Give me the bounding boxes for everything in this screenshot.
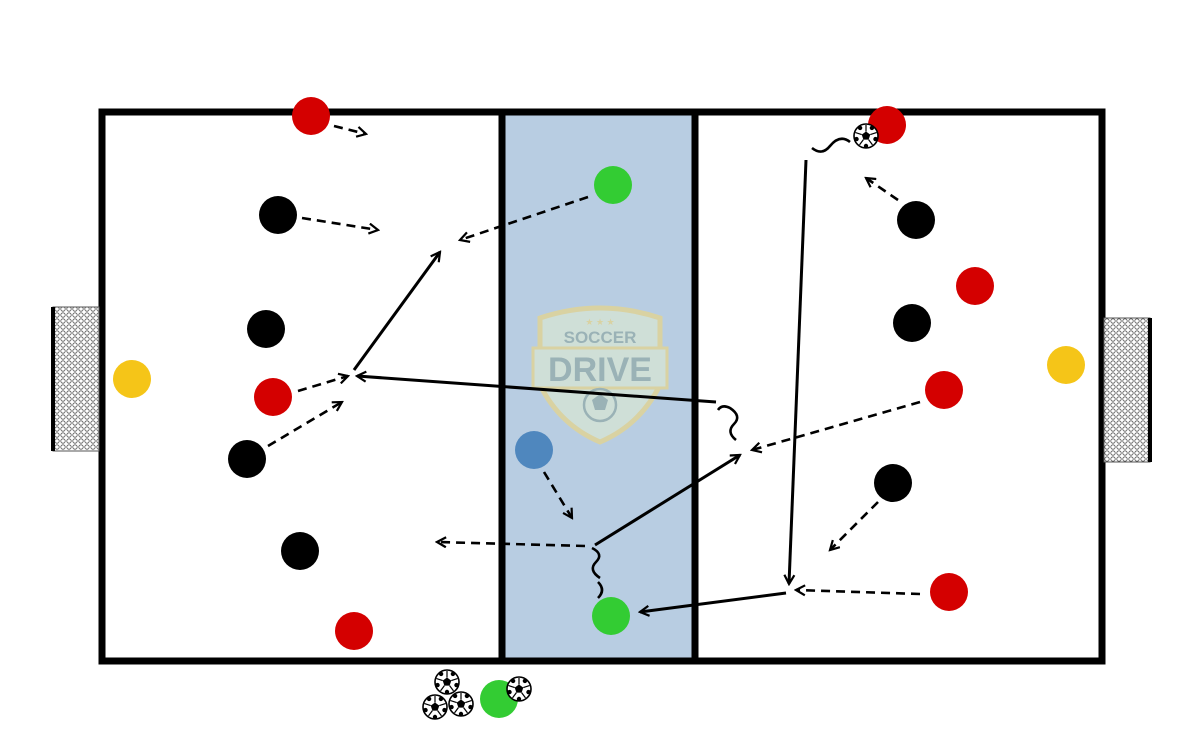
solid-arrow-icon (640, 591, 787, 612)
logo-text-top: SOCCER (564, 328, 637, 347)
dashed-arrow-icon (333, 124, 366, 134)
soccer-ball-icon (422, 694, 448, 720)
dashed-arrow-icon (460, 195, 589, 240)
solid-arrow-icon (789, 159, 808, 584)
goal-net-icon (52, 306, 100, 452)
players (113, 97, 1085, 718)
goal-left (51, 306, 100, 452)
goal-net-icon (1103, 317, 1151, 463)
logo-ball-icon (582, 387, 618, 423)
solid-arrow-icon (352, 252, 440, 371)
pass-arrows (352, 159, 808, 612)
black-team-player (247, 310, 285, 348)
logo-banner (531, 346, 669, 390)
red-team-player (956, 267, 994, 305)
dashed-arrow-icon (796, 590, 921, 594)
logo-stars: ★ ★ ★ (585, 317, 614, 327)
neutral-player (594, 166, 632, 204)
squiggle-icon (591, 546, 601, 580)
balls (422, 123, 879, 720)
squiggle-icon (811, 137, 851, 153)
goalkeeper (1047, 346, 1085, 384)
central-player (515, 431, 553, 469)
run-arrows (267, 124, 921, 594)
logo-text-main: DRIVE (548, 351, 652, 389)
goal-right (1103, 317, 1152, 463)
black-team-player (281, 532, 319, 570)
field-boundary (98, 108, 1106, 665)
red-team-player (335, 612, 373, 650)
black-team-player (893, 304, 931, 342)
black-team-player (259, 196, 297, 234)
black-team-player (228, 440, 266, 478)
dashed-arrow-icon (830, 501, 879, 550)
solid-arrow-icon (594, 453, 740, 547)
logo-ball-panel (592, 394, 608, 410)
soccer-ball-icon (434, 669, 460, 695)
red-team-player (292, 97, 330, 135)
dashed-arrow-icon (297, 376, 348, 393)
soccer-ball-icon (853, 123, 879, 149)
squiggle-icon (597, 581, 604, 599)
dashed-arrow-icon (866, 178, 899, 202)
neutral-player (592, 597, 630, 635)
dashed-arrow-icon (542, 471, 572, 518)
black-team-player (874, 464, 912, 502)
soccer-ball-icon (448, 691, 474, 717)
goalkeeper (113, 360, 151, 398)
solid-arrow-icon (357, 376, 717, 404)
dribble-marks (591, 137, 851, 599)
dashed-arrow-icon (437, 542, 586, 546)
red-team-player (930, 573, 968, 611)
soccer-ball-icon (506, 676, 532, 702)
dashed-arrow-icon (301, 216, 378, 230)
squiggle-icon (716, 405, 739, 442)
black-team-player (897, 201, 935, 239)
red-team-player (254, 378, 292, 416)
red-team-player (925, 371, 963, 409)
watermark-logo: ★ ★ ★ SOCCER DRIVE (531, 305, 669, 445)
dashed-arrow-icon (752, 400, 921, 450)
